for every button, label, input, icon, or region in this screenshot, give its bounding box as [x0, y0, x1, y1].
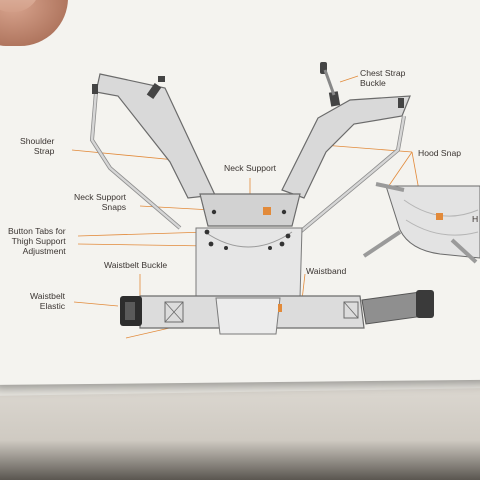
carrier-logo	[263, 207, 271, 215]
label-neck-support: Neck Support	[224, 163, 277, 173]
neck-support	[199, 193, 301, 227]
label-button-tabs: Button Tabs for Thigh Support Adjustment	[8, 226, 66, 256]
left-shoulder-strap	[95, 73, 216, 199]
label-waistbelt-buckle: Waistbelt Buckle	[104, 260, 168, 270]
label-cut-off: H	[472, 214, 479, 224]
label-hood-snap: Hood Snap	[418, 148, 462, 158]
label-waistbelt-elastic: Waistbelt Elastic	[30, 291, 66, 311]
neck-support-snap-right	[281, 209, 287, 215]
button-tab-snaps	[204, 229, 291, 250]
neck-support-snap-left	[211, 209, 217, 215]
chest-strap-buckle-icon	[92, 62, 404, 108]
label-neck-support-snaps: Neck Support Snaps	[74, 192, 127, 212]
body-panel	[195, 227, 303, 299]
label-waistband: Waistband	[306, 266, 347, 276]
hood	[385, 185, 480, 259]
label-shoulder-strap: Shoulder Strap	[20, 136, 55, 156]
table-surface	[0, 380, 480, 480]
waistbelt-right-buckle-icon	[416, 290, 434, 318]
label-chest-strap-buckle: Chest Strap Buckle	[360, 68, 406, 88]
waistbelt-pocket	[215, 297, 281, 335]
thumbnail	[0, 0, 40, 12]
